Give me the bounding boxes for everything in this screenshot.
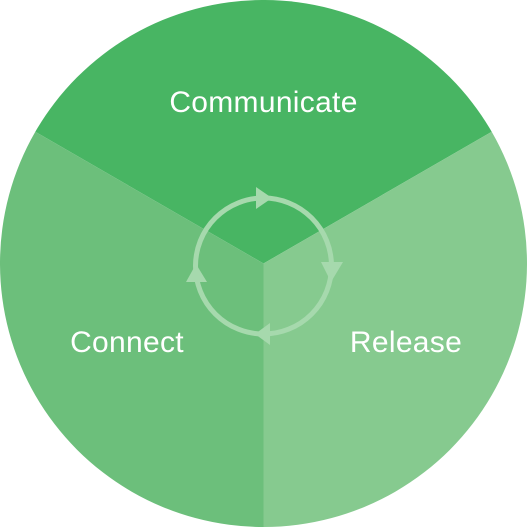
cycle-arrowhead-top (256, 187, 272, 209)
cycle-arrowhead-right (321, 262, 343, 282)
segment-label-release: Release (350, 326, 462, 359)
cycle-arrows-icon (186, 187, 343, 345)
segment-label-connect: Connect (70, 326, 184, 359)
segment-label-communicate: Communicate (169, 86, 357, 119)
segment-release (263, 131, 527, 527)
segment-connect (0, 131, 264, 527)
segment-communicate (35, 0, 492, 264)
cycle-arrowhead-bottom (255, 323, 270, 345)
cycle-arrowhead-left (186, 264, 207, 282)
